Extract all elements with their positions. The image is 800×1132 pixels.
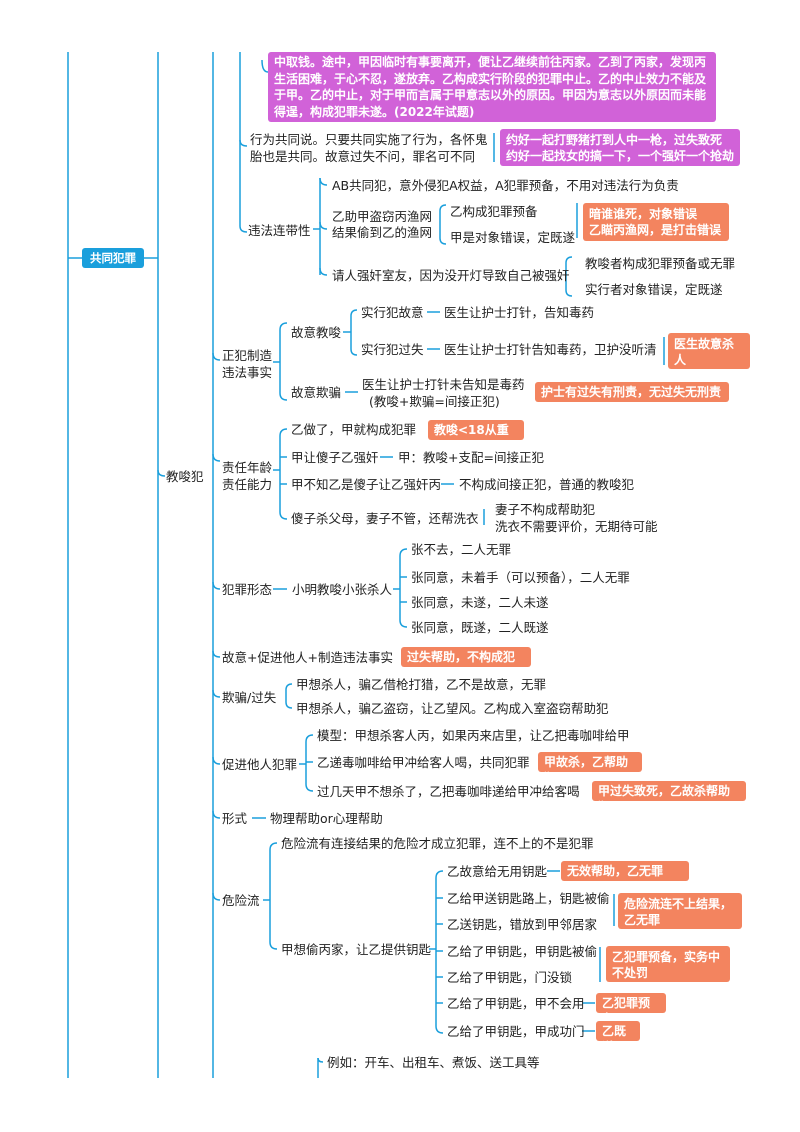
zeren-a: 乙做了，甲就构成犯罪	[291, 422, 417, 437]
xingwei-note-1: 约好一起打野猪打到人中一枪，过失致死	[506, 133, 723, 147]
xingwei-text-1: 行为共同说。只要共同实施了行为，各怀鬼	[250, 132, 488, 147]
cujin-b: 过几天甲不想杀了，乙把毒咖啡递给甲冲给客喝	[317, 784, 580, 799]
xingtai-case: 小明教唆小张杀人	[292, 582, 393, 597]
qing-a: 教唆者构成犯罪预备或无罪	[585, 256, 736, 271]
xingwei-note: 约好一起打野猪打到人中一枪，过失致死 约好一起找女的搞一下，一个强奸一个抢劫	[500, 129, 740, 166]
wei-note-2: 危险流连不上结果， 乙无罪	[618, 893, 742, 929]
zeren-label-2: 责任能力	[222, 477, 273, 492]
xingwei-text-2: 胎也是共同。故意过失不问，罪名可不同	[250, 149, 476, 164]
qipian-label: 故意欺骗	[291, 385, 342, 400]
xingwei-note-2: 约好一起找女的搞一下，一个强奸一个抢劫	[506, 149, 735, 163]
liru-text: 例如：开车、出租车、煮饭、送工具等	[327, 1055, 540, 1070]
guyi-text: 故意+促进他人+制造违法事实	[222, 650, 393, 665]
zeren-c-text: 不构成间接正犯，普通的教唆犯	[459, 477, 635, 492]
qing-b: 实行者对象错误，定既遂	[585, 282, 723, 297]
wei-note-5: 乙既遂	[596, 1021, 640, 1054]
zhizao-label-2: 违法事实	[222, 365, 273, 380]
xingtai-item: 张同意，既遂，二人既遂	[411, 620, 549, 635]
qipian-guoshi-label: 欺骗/过失	[222, 690, 277, 705]
xingtai-label: 犯罪形态	[222, 582, 273, 597]
wei-case: 甲想偷丙家，让乙提供钥匙	[281, 942, 432, 957]
wei-note-1: 无效帮助，乙无罪	[561, 861, 689, 881]
zhizao-label-1: 正犯制造	[222, 348, 273, 363]
jiaosuo-label: 教唆犯	[166, 469, 204, 484]
yuwang-b: 甲是对象错误，定既遂	[450, 230, 576, 245]
guyi-note: 过失帮助，不构成犯罪	[401, 647, 531, 680]
wei-item: 乙给了甲钥匙，甲成功门	[447, 1024, 585, 1039]
wei-note-2b: 乙无罪	[624, 913, 661, 927]
yuwang-note: 暗谁谁死，对象错误 乙瞄丙渔网，是打击错误	[583, 203, 729, 241]
yuwang-a: 乙构成犯罪预备	[450, 204, 538, 219]
wei-label: 危险流	[222, 893, 260, 908]
wei-note-3b: 不处罚	[612, 966, 649, 980]
wei-note-3a: 乙犯罪预备，实务中	[612, 950, 721, 964]
xingtai-item: 张同意，未着手（可以预备），二人无罪	[411, 570, 630, 585]
wei-item: 乙给甲送钥匙路上，钥匙被偷	[447, 891, 610, 906]
guyi-jiaosuo: 故意教唆	[291, 325, 342, 340]
xingtai-item: 张同意，未遂，二人未遂	[411, 595, 549, 610]
wei-item: 乙故意给无用钥匙	[447, 864, 548, 879]
xingtai-item: 张不去，二人无罪	[411, 542, 512, 557]
wei-note-3: 乙犯罪预备，实务中 不处罚	[606, 946, 730, 982]
zhizao-b-text: 医生让护士打针告知毒药，卫护没听清	[444, 342, 657, 357]
qipian-guoshi-a: 甲想杀人，骗乙借枪打猎，乙不是故意，无罪	[296, 677, 547, 692]
yuwang-note-2: 乙瞄丙渔网，是打击错误	[589, 223, 722, 237]
cujin-a-note: 甲故杀，乙帮助犯	[538, 752, 642, 785]
cujin-model: 模型：甲想杀客人丙，如果丙来店里，让乙把毒咖啡给甲	[317, 728, 630, 743]
root-node[interactable]: 共同犯罪	[82, 248, 144, 268]
zhizao-a: 实行犯故意	[361, 305, 424, 320]
cujin-b-note: 甲过失致死，乙故杀帮助犯	[592, 781, 746, 814]
xingshi-text: 物理帮助or心理帮助	[270, 811, 383, 826]
yuwang-line2: 结果偷到乙的渔网	[332, 225, 433, 240]
wei-item: 乙给了甲钥匙，甲不会用	[447, 996, 585, 1011]
qipian-text-2: (教唆+欺骗=间接正犯)	[369, 394, 500, 409]
cujin-a: 乙递毒咖啡给甲冲给客人喝，共同犯罪	[317, 755, 530, 770]
yuwang-note-1: 暗谁谁死，对象错误	[589, 207, 698, 221]
qipian-guoshi-b: 甲想杀人，骗乙盗窃，让乙望风。乙构成入室盗窃帮助犯	[296, 701, 609, 716]
wei-note-2a: 危险流连不上结果，	[624, 897, 733, 911]
zeren-d-text-2: 洗衣不需要评价，无期待可能	[495, 519, 658, 534]
zeren-b-text: 甲：教唆+支配=间接正犯	[398, 450, 544, 465]
qipian-note: 护士有过失有刑责，无过失无刑责	[535, 382, 729, 402]
wei-item: 乙给了甲钥匙，门没锁	[447, 970, 573, 985]
zhizao-b: 实行犯过失	[361, 342, 424, 357]
wei-item: 乙给了甲钥匙，甲钥匙被偷	[447, 944, 598, 959]
zhizao-b-note-1: 医生故意杀人	[674, 337, 735, 367]
zeren-label-1: 责任年龄	[222, 460, 273, 475]
wei-rule: 危险流有连接结果的危险才成立犯罪，连不上的不是犯罪	[281, 836, 594, 851]
qing-text: 请人强奸室友，因为没开灯导致自己被强奸	[332, 268, 570, 283]
zeren-a-note: 教唆<18从重罚	[428, 420, 524, 453]
yuwang-line1: 乙助甲盗窃丙渔网	[332, 209, 433, 224]
excerpt-box: 中取钱。途中，甲因临时有事要离开，便让乙继续前往丙家。乙到了丙家，发现丙生活困难…	[268, 52, 716, 122]
weifa-label: 违法连带性	[248, 223, 311, 238]
zeren-b: 甲让傻子乙强奸	[291, 450, 379, 465]
xingshi-label: 形式	[222, 811, 248, 826]
zeren-d: 傻子杀父母，妻子不管，还帮洗衣	[291, 511, 479, 526]
zhizao-b-note: 医生故意杀人 护士过失致死	[668, 333, 750, 399]
wei-note-4: 乙犯罪预备	[596, 993, 666, 1026]
zhizao-a-text: 医生让护士打针，告知毒药	[444, 305, 595, 320]
qipian-text-1: 医生让护士打针未告知是毒药	[362, 377, 525, 392]
weifa-ab: AB共同犯，意外侵犯A权益，A犯罪预备，不用对违法行为负责	[332, 178, 679, 193]
zeren-c: 甲不知乙是傻子让乙强奸丙	[291, 477, 442, 492]
zeren-d-text-1: 妻子不构成帮助犯	[495, 502, 596, 517]
cujin-label: 促进他人犯罪	[222, 757, 298, 772]
wei-item: 乙送钥匙，错放到甲邻居家	[447, 917, 598, 932]
